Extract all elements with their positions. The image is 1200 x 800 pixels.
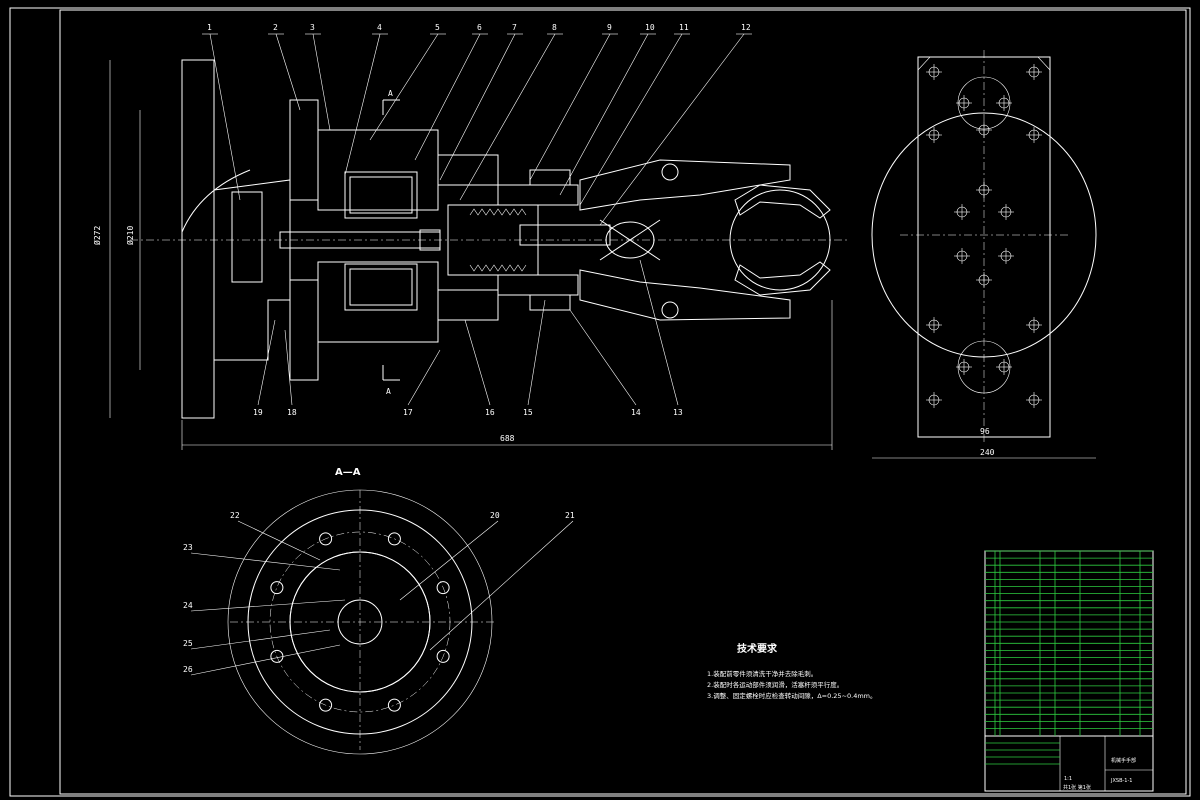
main-section-view: 688 Ø272 Ø210 A A bbox=[92, 59, 850, 450]
part-label: 14 bbox=[631, 408, 641, 417]
part-label: 20 bbox=[490, 511, 500, 520]
section-marker-bottom: A bbox=[386, 387, 391, 396]
section-marker-top: A bbox=[388, 89, 393, 98]
part-label: 15 bbox=[523, 408, 533, 417]
part-label: 23 bbox=[183, 543, 193, 552]
dim-height-outer: Ø272 bbox=[92, 226, 102, 245]
part-label: 9 bbox=[607, 23, 612, 32]
dim-side-total: 240 bbox=[980, 448, 995, 457]
title-block-scale: 1:1 bbox=[1064, 776, 1072, 782]
part-callouts-section: 22 23 24 25 26 20 21 bbox=[183, 511, 575, 676]
part-label: 1 bbox=[207, 23, 212, 32]
section-view-title: A—A bbox=[335, 467, 361, 478]
part-label: 5 bbox=[435, 23, 440, 32]
technical-requirements: 技术要求 1.装配前零件须清洗干净并去除毛刺。 2.装配时各运动部件须润滑，活塞… bbox=[707, 642, 877, 700]
dim-length-label: 688 bbox=[500, 434, 515, 443]
section-view-aa: A—A bbox=[227, 467, 495, 755]
tech-req-title: 技术要求 bbox=[737, 642, 778, 655]
part-label: 13 bbox=[673, 408, 683, 417]
part-label: 24 bbox=[183, 601, 193, 610]
title-block-sheet: 共1张 第1张 bbox=[1063, 784, 1091, 791]
part-label: 26 bbox=[183, 665, 193, 674]
tech-req-item-1: 1.装配前零件须清洗干净并去除毛刺。 bbox=[707, 669, 817, 678]
outer-frame bbox=[9, 7, 1191, 797]
part-callouts-bottom: 19 18 17 16 15 14 13 bbox=[253, 259, 683, 417]
parts-list-table: 机械手手部 JXSB-1-1 1:1 共1张 第1张 bbox=[984, 550, 1154, 792]
part-label: 25 bbox=[183, 639, 193, 648]
title-block-name: 机械手手部 bbox=[1111, 757, 1136, 764]
part-label: 18 bbox=[287, 408, 297, 417]
inner-frame bbox=[59, 9, 1187, 795]
title-block-number: JXSB-1-1 bbox=[1110, 778, 1132, 784]
part-label: 19 bbox=[253, 408, 263, 417]
dim-height-inner: Ø210 bbox=[125, 226, 135, 245]
part-label: 17 bbox=[403, 408, 413, 417]
dim-side-width: 96 bbox=[980, 427, 990, 436]
part-label: 21 bbox=[565, 511, 575, 520]
part-label: 11 bbox=[679, 23, 689, 32]
part-label: 16 bbox=[485, 408, 495, 417]
part-label: 4 bbox=[377, 23, 382, 32]
part-label: 3 bbox=[310, 23, 315, 32]
part-label: 2 bbox=[273, 23, 278, 32]
part-label: 8 bbox=[552, 23, 557, 32]
part-label: 7 bbox=[512, 23, 517, 32]
part-label: 10 bbox=[645, 23, 655, 32]
side-view: 96 240 bbox=[871, 50, 1097, 459]
tech-req-item-2: 2.装配时各运动部件须润滑，活塞杆须平行度。 bbox=[707, 680, 843, 689]
part-label: 12 bbox=[741, 23, 751, 32]
tech-req-item-3: 3.调整、固定螺栓时应检查转动间隙，Δ=0.25~0.4mm。 bbox=[707, 691, 877, 700]
part-label: 6 bbox=[477, 23, 482, 32]
part-label: 22 bbox=[230, 511, 240, 520]
